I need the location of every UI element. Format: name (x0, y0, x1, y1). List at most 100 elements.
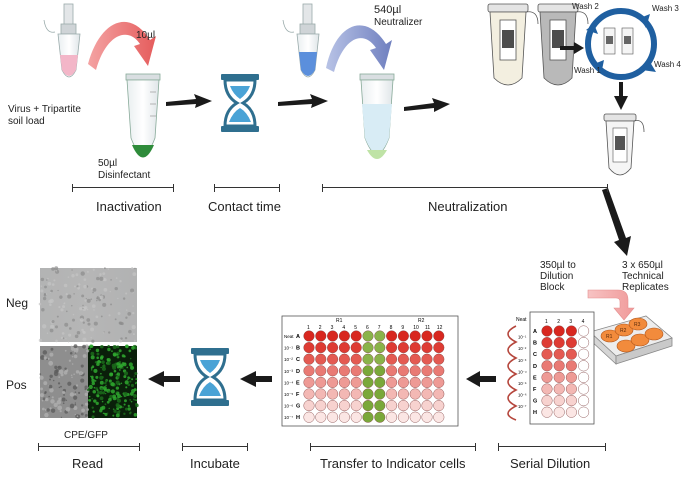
plate-row-label: A (296, 334, 300, 340)
plate-well (397, 376, 409, 388)
plate-col-label: 10 (413, 325, 419, 331)
plate-well (350, 411, 362, 423)
plate-well (327, 330, 339, 342)
texture-dot (40, 355, 45, 360)
plate-well (409, 342, 421, 354)
texture-dot (54, 266, 59, 271)
texture-dot (134, 267, 136, 270)
texture-dot (45, 397, 49, 402)
gfp-dot (88, 395, 91, 398)
gfp-dot (104, 403, 107, 406)
texture-dot (65, 292, 68, 296)
gfp-dot (95, 401, 99, 406)
ten-ul-label: 10µl (136, 30, 156, 41)
plate-well (327, 411, 339, 423)
neutralization-bracket (322, 184, 608, 192)
gfp-dot (115, 413, 120, 418)
texture-dot (58, 397, 62, 401)
stage-contact-time: Contact time (208, 199, 281, 214)
gfp-dot (96, 362, 100, 367)
plate-well (362, 353, 374, 365)
texture-dot (74, 403, 77, 406)
gfp-dot (130, 400, 133, 403)
texture-dot (54, 269, 60, 274)
gfp-dot (127, 383, 131, 387)
gfp-dot (123, 403, 126, 406)
plate-well (315, 388, 327, 400)
gfp-dot (113, 409, 117, 413)
plate-well (374, 376, 386, 388)
gfp-dot (116, 345, 120, 349)
gfp-dot (93, 368, 98, 373)
texture-dot (73, 354, 78, 359)
texture-dot (60, 336, 64, 340)
dilution-well (578, 383, 590, 395)
neg-label: Neg (6, 296, 29, 310)
texture-dot (58, 305, 61, 309)
texture-dot (60, 373, 64, 377)
dilution-well (578, 348, 590, 360)
dilution-coil-icon (507, 325, 518, 421)
gfp-dot (102, 364, 106, 369)
texture-dot (93, 309, 95, 311)
texture-dot (131, 267, 134, 270)
gfp-dot (116, 366, 120, 369)
texture-dot (86, 298, 91, 303)
gfp-dot (89, 344, 93, 349)
plate-dilution-label: 10⁻⁷ (284, 415, 293, 420)
plate-col-label: 5 (354, 325, 357, 331)
texture-dot (56, 400, 62, 405)
plate-well (386, 376, 398, 388)
gfp-dot (88, 399, 92, 402)
texture-dot (56, 315, 59, 318)
flow-arrow-diagonal (602, 188, 631, 256)
texture-dot (46, 332, 49, 334)
gfp-dot (129, 357, 132, 360)
dilution-well (578, 337, 590, 349)
texture-dot (90, 337, 92, 339)
gfp-dot (135, 402, 138, 406)
texture-dot (108, 331, 111, 334)
plate-well (315, 342, 327, 354)
texture-dot (43, 381, 48, 386)
flow-arrow-down-1 (614, 82, 628, 110)
texture-dot (132, 305, 134, 307)
texture-dot (98, 298, 102, 302)
plate-well (303, 376, 315, 388)
plate-well (338, 353, 350, 365)
plate-col-label: 4 (342, 325, 345, 331)
dilution-row-label: F (533, 387, 537, 393)
texture-dot (122, 297, 126, 300)
gfp-dot (120, 395, 123, 398)
wash-cycle-icon (585, 8, 657, 80)
gfp-dot (133, 388, 137, 391)
dilution-well (553, 395, 565, 407)
gfp-dot (107, 347, 111, 352)
gfp-dot (108, 397, 112, 402)
plate-well (409, 376, 421, 388)
texture-dot (70, 374, 73, 377)
texture-dot (84, 402, 89, 406)
plate-dilution-label: 10⁻³ (284, 369, 293, 374)
texture-dot (41, 399, 44, 402)
texture-dot (58, 365, 61, 368)
texture-dot (49, 387, 54, 393)
plate-well (315, 330, 327, 342)
texture-dot (114, 318, 117, 321)
gfp-dot (92, 390, 97, 394)
gfp-dot (102, 386, 107, 391)
gfp-dot (101, 400, 104, 403)
eluate-tube-icon (603, 113, 645, 176)
plate-well (303, 365, 315, 377)
gfp-dot (95, 348, 100, 353)
gfp-dot (112, 365, 117, 370)
dilution-col-label: 2 (557, 319, 560, 325)
texture-dot (49, 378, 52, 381)
dilution-well (578, 406, 590, 418)
texture-dot (63, 303, 65, 305)
texture-dot (78, 307, 83, 311)
texture-dot (81, 371, 84, 374)
texture-dot (128, 329, 132, 334)
texture-dot (48, 299, 52, 304)
gfp-dot (88, 384, 93, 390)
